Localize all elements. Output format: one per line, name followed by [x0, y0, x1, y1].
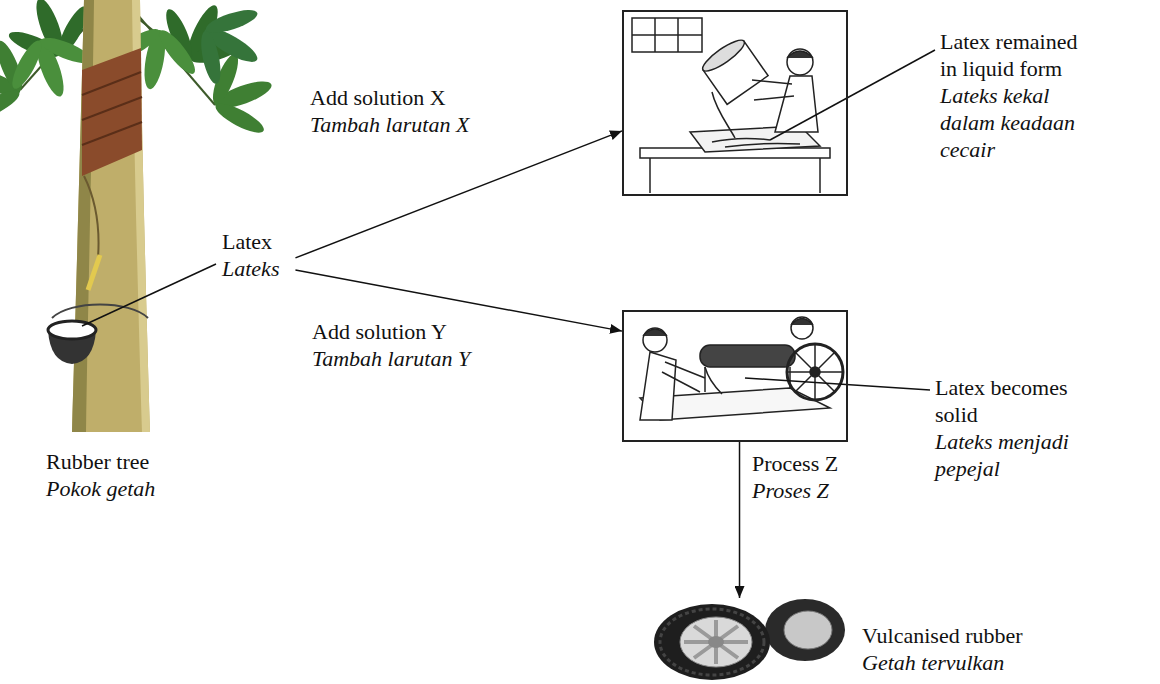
window-bar: [632, 34, 702, 36]
cut: [82, 72, 141, 95]
text-group: LatexLateks: [222, 228, 279, 282]
wheel-hub: [810, 367, 820, 377]
table-leg: [819, 158, 821, 193]
tyre: [654, 604, 770, 680]
pour-stream: [712, 92, 735, 138]
head: [787, 49, 813, 75]
cut: [82, 97, 142, 120]
text-group: Latex becomes solidLateks menjadi pepeja…: [935, 374, 1087, 482]
tapping-panel: [82, 48, 142, 176]
tyre: [765, 599, 845, 661]
leader-line: [770, 50, 935, 140]
process-label: Tambah larutan Y: [312, 345, 470, 372]
text-group: Vulcanised rubberGetah tervulkan: [862, 622, 1023, 676]
callout-node: LatexLateks: [220, 226, 295, 284]
shirt: [640, 352, 676, 420]
hair: [643, 329, 667, 336]
spout: [88, 255, 100, 290]
node-text: Rubber tree: [46, 448, 155, 475]
node-text: Lateks: [222, 255, 279, 282]
cut: [82, 122, 142, 145]
tyres: [654, 599, 845, 680]
process-label: Proses Z: [752, 477, 829, 504]
groove: [84, 176, 98, 258]
arrow-connector: [739, 442, 741, 598]
shirt: [775, 76, 818, 132]
process-label: Tambah larutan X: [310, 111, 469, 138]
hub: [708, 636, 724, 648]
rubber-tree: [0, 0, 287, 432]
hair: [791, 319, 813, 326]
arms: [752, 80, 794, 100]
tree-node: Rubber treePokok getah: [0, 0, 240, 505]
hair: [787, 51, 813, 58]
node-text: Getah tervulkan: [862, 649, 1023, 676]
rim: [680, 617, 752, 667]
bucket-rim: [699, 36, 748, 76]
leader-line: [745, 378, 930, 390]
head: [791, 317, 813, 339]
process-label: Add solution Y: [312, 318, 447, 345]
product-node: Vulcanised rubberGetah tervulkan: [640, 598, 852, 682]
arrow-connector: [295, 131, 622, 258]
node-text: Latex remained in liquid form: [940, 28, 1096, 82]
rim-spokes: [684, 620, 748, 664]
trunk: [72, 0, 150, 432]
window: [632, 18, 702, 52]
tapping-cuts: [82, 72, 142, 145]
text-group: Latex remained in liquid formLateks keka…: [940, 28, 1096, 163]
node-text: Latex: [222, 228, 279, 255]
process-label: Process Z: [752, 450, 838, 477]
wheel-spokes: [787, 344, 843, 400]
tread: [660, 609, 764, 675]
node-text: Pokok getah: [46, 475, 155, 502]
trunk-shade: [72, 0, 94, 432]
text-group: Rubber treePokok getah: [46, 448, 155, 502]
liquid: [712, 138, 800, 147]
arms: [662, 362, 705, 392]
rim: [784, 611, 832, 649]
leaf: [177, 0, 280, 100]
picture-frame: Latex remained in liquid formLateks keka…: [622, 10, 848, 196]
rollers: [700, 345, 795, 367]
leaves: [0, 0, 287, 150]
pouring-sketch: [632, 18, 830, 193]
table-leg: [649, 158, 651, 193]
process-label: Add solution X: [310, 84, 446, 111]
cup-wire: [52, 305, 148, 319]
rolling-sketch: [640, 317, 843, 420]
wheel: [787, 344, 843, 400]
node-text: Latex becomes solid: [935, 374, 1087, 428]
node-text: Lateks menjadi pepejal: [935, 428, 1087, 482]
node-text: Lateks kekal dalam keadaan cecair: [940, 82, 1096, 163]
rubber-sheet: [705, 367, 722, 394]
picture-frame: Latex becomes solidLateks menjadi pepeja…: [622, 310, 848, 442]
head: [643, 328, 667, 352]
node-text: Vulcanised rubber: [862, 622, 1023, 649]
cup-latex: [48, 321, 96, 339]
leader-line: [82, 264, 216, 326]
bucket: [699, 36, 768, 105]
